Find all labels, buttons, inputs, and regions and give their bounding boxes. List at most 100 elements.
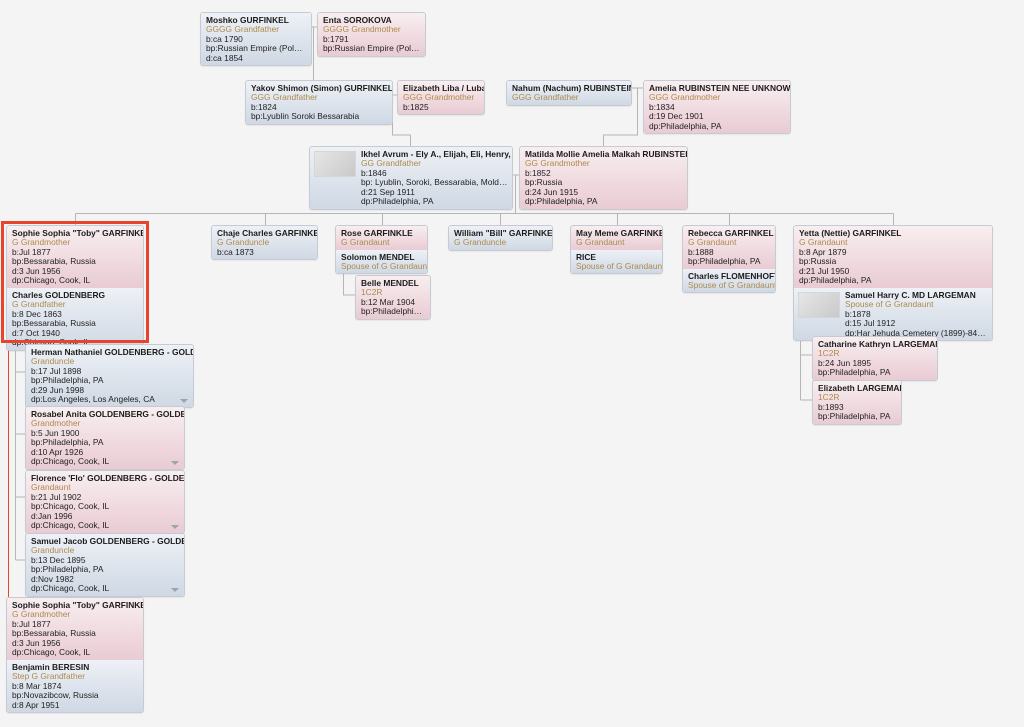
person-fact: bp:Bessarabia, Russia: [12, 257, 96, 267]
person-fact: bp:Bessarabia, Russia: [12, 629, 96, 639]
relationship-label: 1C2R: [818, 392, 840, 402]
person-fact: d:19 Dec 1901: [649, 112, 704, 122]
person-entry[interactable]: Ikhel Avrum - Ely A., Elijah, Eli, Henry…: [310, 147, 512, 209]
person-name: Rosabel Anita GOLDENBERG - GOLDEN: [31, 409, 185, 419]
person-fact: b:1888: [688, 247, 714, 257]
relationship-label: Step G Grandfather: [12, 670, 86, 681]
expand-chevron-down-icon[interactable]: [171, 460, 179, 465]
expand-chevron-down-icon[interactable]: [171, 587, 179, 592]
person-fact: d:8 Apr 1951: [12, 700, 60, 710]
person-name: Chaje Charles GARFINKEL: [217, 228, 318, 238]
relationship-label: 1C2R: [361, 287, 383, 297]
relationship-label: GG Grandfather: [361, 158, 422, 168]
person-fact: dp:Philadelphia, PA: [649, 121, 722, 131]
person-name: Amelia RUBINSTEIN NEE UNKNOWN: [649, 83, 791, 93]
person-name: Solomon MENDEL: [341, 251, 415, 262]
person-fact: b:1878: [845, 309, 871, 319]
person-fact: d:Jan 1996: [31, 511, 73, 521]
person-fact: dp:Chicago, Cook, IL: [31, 521, 110, 531]
person-name: RICE: [576, 251, 597, 262]
person-fact: dp:Philadelphia, PA: [525, 197, 598, 207]
person-fact: bp:Philadelphia, PA: [361, 307, 426, 317]
expand-chevron-down-icon[interactable]: [171, 524, 179, 529]
person-fact: bp:Novazibcow, Russia: [12, 691, 99, 701]
expand-chevron-down-icon[interactable]: [180, 398, 188, 403]
person-fact: bp:Lyublin Soroki Bessarabia: [251, 112, 360, 122]
relationship-label: G Granduncle: [454, 237, 507, 247]
person-fact: bp:Russian Empire (Poland): [206, 44, 307, 54]
person-name: Moshko GURFINKEL: [206, 15, 289, 25]
person-fact: d:21 Jul 1950: [799, 266, 850, 276]
person-name: Rose GARFINKLE: [341, 228, 413, 238]
person-card[interactable]: Ikhel Avrum - Ely A., Elijah, Eli, Henry…: [309, 146, 513, 210]
person-fact: b:8 Mar 1874: [12, 681, 62, 691]
person-fact: bp:Philadelphia, PA: [688, 257, 761, 267]
person-name: William "Bill" GARFINKEL: [454, 228, 553, 238]
relationship-label: Grandaunt: [31, 482, 71, 492]
relationship-label: Granduncle: [31, 356, 75, 366]
relationship-label: G Granduncle: [217, 237, 270, 247]
person-fact: b:1824: [251, 102, 277, 112]
person-name: Elizabeth LARGEMAN: [818, 383, 902, 393]
